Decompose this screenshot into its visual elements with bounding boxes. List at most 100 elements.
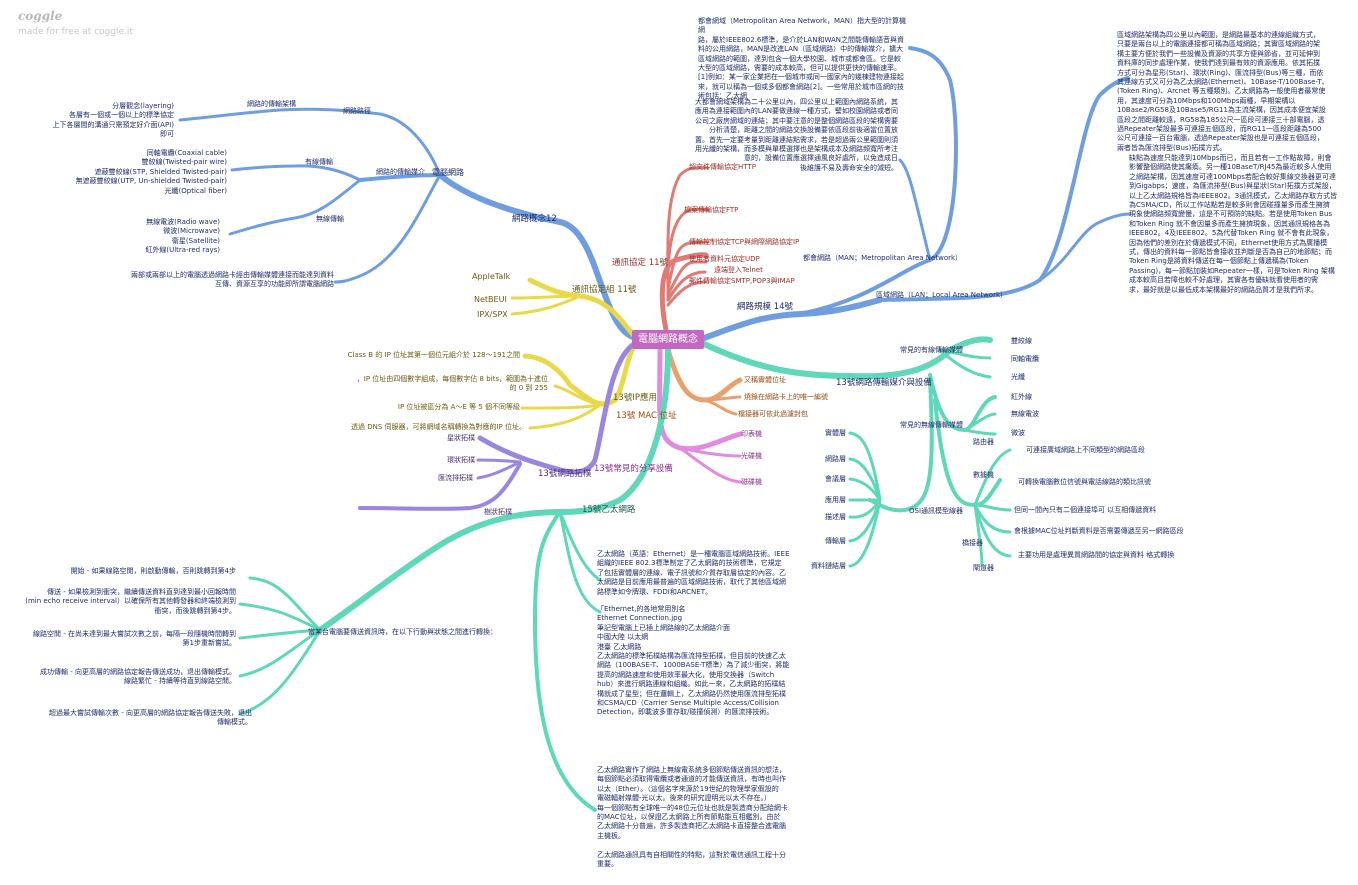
lan-text-1: 區域網路架構為四公里以內範圍，是網路最基本的連線組織方式， 只要是兩台以上的電腦… xyxy=(1117,31,1329,152)
branch-man2 xyxy=(898,158,932,262)
osi-session: 會議層 xyxy=(825,475,846,483)
coggle-subtitle: made for free at coggle.it xyxy=(18,27,133,37)
branch-man xyxy=(798,46,958,316)
root-node[interactable]: 電腦網路概念 xyxy=(632,330,704,349)
device-note-gateway: 主要功用是處理異質網路間的協定與資料 格式轉換 xyxy=(1018,551,1175,559)
topology-ring[interactable]: 環狀拓樸 xyxy=(447,456,475,464)
wireless-media-radio: 無線電波 xyxy=(1011,410,1039,418)
share-printer[interactable]: 印表機 xyxy=(741,430,762,438)
device-bridge[interactable]: 橋接器 xyxy=(962,539,983,547)
device-modem[interactable]: 數據機 xyxy=(973,471,994,479)
wired-media-twisted: 雙絞線 xyxy=(1011,337,1032,345)
topology-star[interactable]: 星狀拓樸 xyxy=(447,434,475,442)
ethernet-step-idle: 線路空閒 - 在尚未達到最大嘗試次數之前，每隔一段隨機時間轉到 第1步重新嘗試。 xyxy=(33,630,236,648)
ethernet-history: 乙太網路實作了網路上無線電系統多個節點傳送資訊的想法， 每個節點必須取得電纜或者… xyxy=(597,766,788,869)
ethernet-step-fail: 超過最大嘗試傳輸次數 - 向更高層的網路協定報告傳送失敗，退出 傳輸模式。 xyxy=(49,709,252,727)
osi-datalink: 資料鏈結層 xyxy=(811,562,846,570)
wireless-media-infrared: 紅外線 xyxy=(1011,393,1032,401)
ethernet-step-success: 成功傳輸 - 向更高層的網路協定報告傳送成功，退出傳輸模式。 線路繁忙 - 持續… xyxy=(40,668,236,686)
branch-media xyxy=(358,173,442,182)
label-share[interactable]: 13號常見的分享設備 xyxy=(594,464,673,474)
device-note-hub: 但同一間內只有二個連接埠可 以互相傳遞資料 xyxy=(1014,506,1157,514)
protocol-group-ipx[interactable]: IPX/SPX xyxy=(477,310,508,319)
label-ethernet[interactable]: 15號乙太網路 xyxy=(582,505,636,515)
label-lan[interactable]: 區域網路（LAN；Local Area Network） xyxy=(876,291,1008,299)
label-comm-network[interactable]: 電腦網路 xyxy=(432,168,464,177)
device-gateway[interactable]: 閘道器 xyxy=(973,564,994,572)
label-wireless-common[interactable]: 常見的無線傳輸媒體 xyxy=(900,421,963,429)
osi-transport: 傳輸層 xyxy=(825,537,846,545)
label-concept12[interactable]: 網路概念12 xyxy=(512,214,557,224)
topology-bus[interactable]: 匯流排拓樸 xyxy=(438,474,473,482)
branch-arch xyxy=(178,107,382,122)
lan-text-2: 缺點為速度只能達到10Mbps而已，而且若有一工作點故障，則會 影響整個網路使其… xyxy=(1129,154,1338,294)
protocol-smtp[interactable]: 郵件傳輸協定SMTP,POP3與IMAP xyxy=(689,277,795,285)
device-note-bridge: 會根據MAC位址判斷資料是否需要傳遞至另一網路區段 xyxy=(1014,527,1184,535)
osi-physical: 實體層 xyxy=(825,429,846,437)
branch-lan xyxy=(878,76,1130,302)
wireless-list: 無線電波(Radio wave) 微波(Microwave) 衛星(Satell… xyxy=(145,218,220,255)
ethernet-names: 「Ethernet,的各地常用別名 Ethernet Connection.jp… xyxy=(597,605,790,717)
branch-network-path xyxy=(378,112,442,177)
label-scale[interactable]: 網路規模 14號 xyxy=(737,302,794,312)
mac-item-unique: 燒錄在網路卡上的唯一編號 xyxy=(744,393,828,401)
protocol-ftp[interactable]: 檔案傳輸協定FTP xyxy=(684,206,739,214)
wired-list: 同軸電纜(Coaxial cable) 雙絞線(Twisted-pair wir… xyxy=(75,149,227,195)
wireless-media-microwave: 微波 xyxy=(1011,429,1025,437)
mac-item-filter: 檔接器可依此過濾封包 xyxy=(738,410,808,418)
protocol-telnet[interactable]: 遠端登入Telnet xyxy=(714,266,763,274)
osi-network: 網路層 xyxy=(825,455,846,463)
label-wired[interactable]: 有線傳輸 xyxy=(305,158,333,166)
branch-media13 xyxy=(701,336,993,380)
osi-presentation: 描述層 xyxy=(825,513,846,521)
branch-concept12 xyxy=(437,172,639,341)
ethernet-step-transmit: 傳送 - 如果檢測到衝突，繼續傳送資料直到達到最小回報時間 (min echo … xyxy=(25,588,236,615)
label-topology[interactable]: 13號網路拓樸 xyxy=(538,469,592,479)
label-mac[interactable]: 13號 MAC 位址 xyxy=(616,411,677,421)
protocol-group-appletalk[interactable]: AppleTalk xyxy=(472,272,511,281)
label-ip[interactable]: 13號IP應用 xyxy=(613,393,657,403)
ip-item-class-b: Class B 的 IP 位址其第一個位元組介於 128～191之間 xyxy=(347,351,520,359)
label-media13[interactable]: 13號網路傳輸媒介與設備 xyxy=(836,378,932,388)
branch-wired xyxy=(230,164,362,182)
topology-tree[interactable]: 樹狀拓樸 xyxy=(484,508,512,516)
ip-item-bits: ，IP 位址由四個數字組成，每個數字佔 8 bits，範圍為十進位 的 0 到 … xyxy=(356,375,548,393)
ip-item-dns: 透過 DNS 伺服器，可將網域名稱轉換為對應的IP 位址。 xyxy=(350,423,526,431)
label-wireless[interactable]: 無線傳輸 xyxy=(316,215,344,223)
device-router[interactable]: 路由器 xyxy=(973,438,994,446)
ethernet-step-start: 開始 - 如果線路空閒，則啟動傳輸，否則跳轉到第4步 xyxy=(70,567,236,575)
device-note-modem: 可轉換電腦數位信號與電話線路的類比訊號 xyxy=(1018,478,1151,486)
network-definition: 兩部或兩部以上的電腦透過網路卡經由傳輸媒體連接而能達到資料 互傳、資源互享的功能… xyxy=(131,271,334,289)
protocol-group-netbeui[interactable]: NetBEUI xyxy=(474,295,507,304)
share-disk-drive[interactable]: 磁碟機 xyxy=(741,478,762,486)
label-protocol-group[interactable]: 通訊協定組 11號 xyxy=(572,285,637,295)
label-network-path[interactable]: 網路路徑 xyxy=(343,107,371,115)
branch-def xyxy=(333,173,442,284)
osi-application: 應用層 xyxy=(825,496,846,504)
protocol-tcpip[interactable]: 傳輸控制協定TCP與網際網路協定IP xyxy=(689,238,800,246)
branch-topology xyxy=(477,341,637,475)
coggle-logo: coggle xyxy=(18,9,63,23)
device-note-router: 可連接廣域網路上不同類型的網路區段 xyxy=(1026,446,1145,454)
mac-item-physical: 又稱實體位址 xyxy=(744,376,786,384)
label-wired-common[interactable]: 常見的有線傳輸媒體 xyxy=(900,346,963,354)
branch-ethernet xyxy=(317,347,671,633)
branch-lan2 xyxy=(1038,212,1132,282)
ip-item-classes: IP 位址被區分為 A～E 等 5 個不同等級 xyxy=(397,403,520,411)
label-protocols11[interactable]: 通訊協定 11號 xyxy=(612,258,669,268)
label-man[interactable]: 都會網路（MAN；Metropolitan Area Network） xyxy=(803,254,963,262)
layering-text: 分層觀念(layering) 各層有一個或一個以上的標準協定 上下各層間的溝通只… xyxy=(52,102,174,139)
branch-wireless xyxy=(228,178,362,236)
label-network-arch[interactable]: 網路的傳輸架構 xyxy=(247,100,296,108)
man-text: 都會網域（Metropolitan Area Network，MAN）指大型的計… xyxy=(698,17,907,101)
wired-media-coax: 同軸電纜 xyxy=(1011,355,1039,363)
ethernet-steps-title[interactable]: 當某台電腦要傳送資訊時，在以下行動與狀態之間進行轉換： xyxy=(308,628,497,636)
wired-media-fiber: 光纖 xyxy=(1011,373,1025,381)
share-optical-drive[interactable]: 光碟機 xyxy=(741,452,762,460)
label-media[interactable]: 網路的傳輸媒介 xyxy=(376,168,425,176)
label-osi[interactable]: OSI通訊模型線器 xyxy=(909,507,964,515)
ethernet-intro: 乙太網路（英語：Ethernet）是一種電腦區域網路技術。IEEE 組織的IEE… xyxy=(597,550,790,596)
protocol-http[interactable]: 超文件傳輸協定HTTP xyxy=(689,163,756,171)
protocol-udp[interactable]: 使用者資料元協定UDP xyxy=(689,255,760,263)
